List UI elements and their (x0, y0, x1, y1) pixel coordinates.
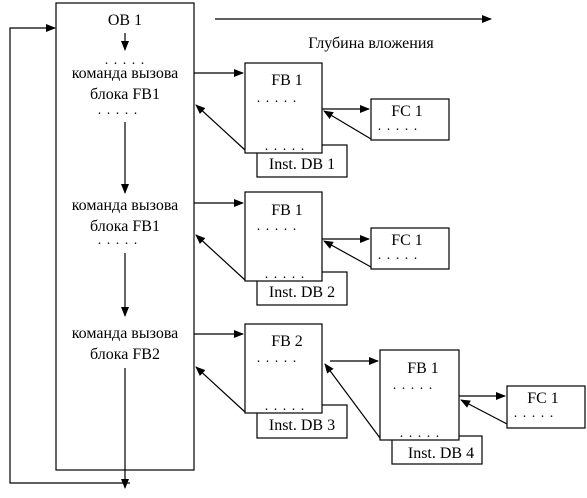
fb-box-1-dots-bottom: . . . . . (265, 139, 306, 154)
fc-box-1 (370, 98, 450, 141)
ob1-call-3-line2: блока FB2 (90, 346, 160, 363)
depth-axis-label: Глубина вложения (308, 35, 434, 52)
fb-box-3 (244, 323, 323, 414)
fc-box-2-dots: . . . . . (378, 248, 419, 263)
instance-db-2-label: Inst. DB 2 (269, 284, 335, 301)
fb-box-3-dots-top: . . . . . (257, 351, 298, 366)
fb-box-2-dots-bottom: . . . . . (265, 267, 306, 282)
instance-db-3-label: Inst. DB 3 (269, 417, 335, 434)
fc-box-3-label: FC 1 (527, 390, 559, 407)
ob1-call-3-line1: команда вызова (72, 325, 179, 342)
fc-box-1-dots: . . . . . (378, 119, 419, 134)
instance-db-4-box (391, 435, 483, 465)
fb-box-1-dots-top: . . . . . (257, 91, 298, 106)
fc-box-1-label: FC 1 (391, 103, 423, 120)
fc-box-2 (370, 227, 450, 270)
return-arrow-fb-4 (324, 363, 381, 439)
call-group-3: Inst. DB 3 FB 2 . . . . . . . . . . Inst… (194, 323, 586, 465)
fb-box-3-label: FB 2 (271, 333, 303, 350)
ob1-call-1-line1: команда вызова (72, 65, 179, 82)
ob1-title: OB 1 (108, 12, 142, 29)
fb-box-4-dots-top: . . . . . (393, 378, 434, 393)
cycle-loop (9, 24, 130, 484)
fc-box-2-label: FC 1 (391, 232, 423, 249)
ob1-call-2-line1: команда вызова (72, 197, 179, 214)
fb-box-4 (379, 349, 460, 441)
call-group-1: Inst. DB 1 FB 1 . . . . . . . . . . FC 1… (194, 62, 450, 178)
return-arrow-fb-1 (195, 104, 246, 151)
instance-db-4-label: Inst. DB 4 (408, 445, 474, 462)
fb-box-2 (244, 191, 323, 282)
fb-box-3-dots-bottom: . . . . . (265, 399, 306, 414)
fb-box-1-label: FB 1 (271, 72, 303, 89)
ob1-call-2-line2: блока FB1 (90, 218, 160, 235)
ob1-dots-3: . . . . . (98, 233, 139, 248)
return-arrow-fb-3 (195, 366, 246, 413)
return-arrow-fc-3 (460, 399, 508, 425)
fc-box-3-dots: . . . . . (514, 406, 555, 421)
ob1-dots-1: . . . . . (105, 53, 146, 68)
ob1-dots-2: . . . . . (98, 103, 139, 118)
fb-box-2-dots-top: . . . . . (257, 219, 298, 234)
return-arrow-fc-1 (323, 110, 372, 140)
return-arrow-fc-2 (323, 240, 372, 268)
fb-box-2-label: FB 1 (271, 202, 303, 219)
call-group-2: Inst. DB 2 FB 1 . . . . . . . . . . FC 1… (194, 191, 450, 306)
instance-db-1-label: Inst. DB 1 (269, 156, 335, 173)
fb-box-1 (244, 62, 323, 154)
fb-box-4-dots-bottom: . . . . . (400, 426, 441, 441)
return-arrow-fb-2 (195, 234, 246, 281)
ob1-call-1-line2: блока FB1 (90, 86, 160, 103)
fb-box-4-label: FB 1 (407, 360, 439, 377)
fc-box-3 (506, 385, 586, 429)
